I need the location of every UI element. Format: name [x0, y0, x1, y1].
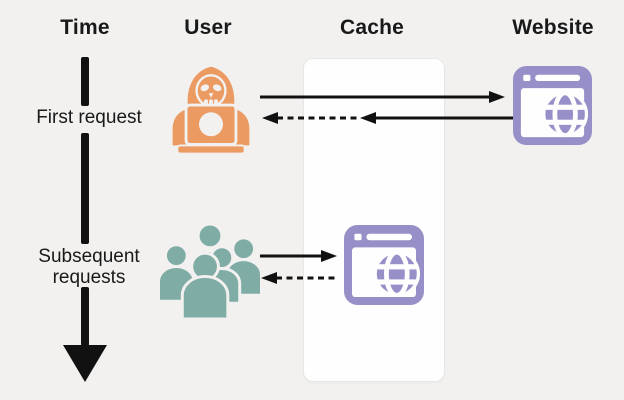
person-front-center [180, 251, 230, 321]
timeline-line-segment-middle [81, 133, 89, 244]
column-header-website: Website [512, 16, 594, 39]
arrow-first-response-website-to-cache [360, 112, 513, 124]
browser-tab-dot [354, 233, 362, 241]
row-label-subsequent-requests: Subsequent requests [38, 246, 140, 289]
timeline-line-segment-top [81, 57, 89, 106]
column-header-time: Time [60, 16, 110, 39]
timeline-down-arrowhead-icon [63, 345, 107, 382]
column-header-user: User [184, 16, 232, 39]
cache-browser-globe-icon [344, 225, 424, 305]
browser-address-bar [535, 74, 581, 82]
user-group-icon [157, 222, 263, 321]
arrow-first-response-cache-to-user-dashed [262, 112, 359, 124]
skull-nose [208, 93, 214, 98]
globe-glyph [373, 250, 420, 297]
arrow-subsequent-response-cache-to-user-dashed [261, 272, 337, 284]
browser-tab-dot [523, 74, 531, 82]
cache-lane-panel [303, 58, 445, 382]
skull-right-eye [212, 84, 222, 92]
laptop-logo [199, 112, 223, 137]
laptop-base [176, 144, 246, 155]
browser-address-bar [366, 233, 412, 241]
column-header-cache: Cache [339, 16, 405, 39]
hacker-at-laptop-icon [172, 66, 250, 155]
website-browser-globe-icon [513, 66, 592, 145]
arrow-subsequent-request-user-to-cache [260, 250, 337, 262]
globe-glyph [542, 91, 589, 138]
timeline-line-segment-bottom [81, 287, 89, 346]
row-label-first-request: First request [36, 107, 142, 128]
arrow-first-request-user-to-website [260, 91, 505, 103]
skull-left-eye [200, 84, 210, 92]
